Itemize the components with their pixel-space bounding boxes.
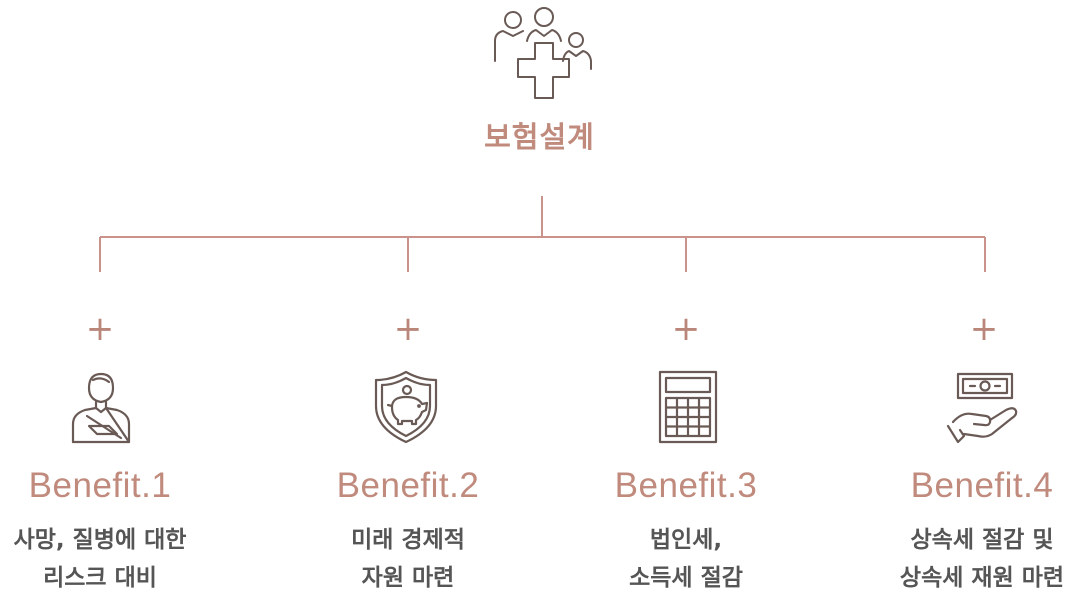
plus-icon: + xyxy=(393,309,423,349)
calculator-icon xyxy=(658,370,718,444)
injured-person-icon xyxy=(71,372,131,444)
diagram-title: 보험설계 xyxy=(484,120,595,154)
benefit-3-description: 법인세, 소득세 절감 xyxy=(629,527,743,591)
benefit-1-description: 사망, 질병에 대한 리스크 대비 xyxy=(13,527,187,591)
benefit-2-description: 미래 경제적 자원 마련 xyxy=(351,527,465,591)
piggy-bank-shield-icon xyxy=(374,370,438,444)
money-hand-icon xyxy=(946,372,1018,444)
benefit-3-title: Benefit.3 xyxy=(614,466,758,505)
benefit-4-title: Benefit.4 xyxy=(910,466,1054,505)
plus-icon: + xyxy=(85,309,115,349)
plus-icon: + xyxy=(671,309,701,349)
family-medical-cross-icon xyxy=(494,7,592,99)
benefit-1-title: Benefit.1 xyxy=(28,466,172,505)
benefit-4-description: 상속세 절감 및 상속세 재원 마련 xyxy=(899,527,1065,591)
plus-icon: + xyxy=(969,309,999,349)
benefit-2-title: Benefit.2 xyxy=(336,466,480,505)
